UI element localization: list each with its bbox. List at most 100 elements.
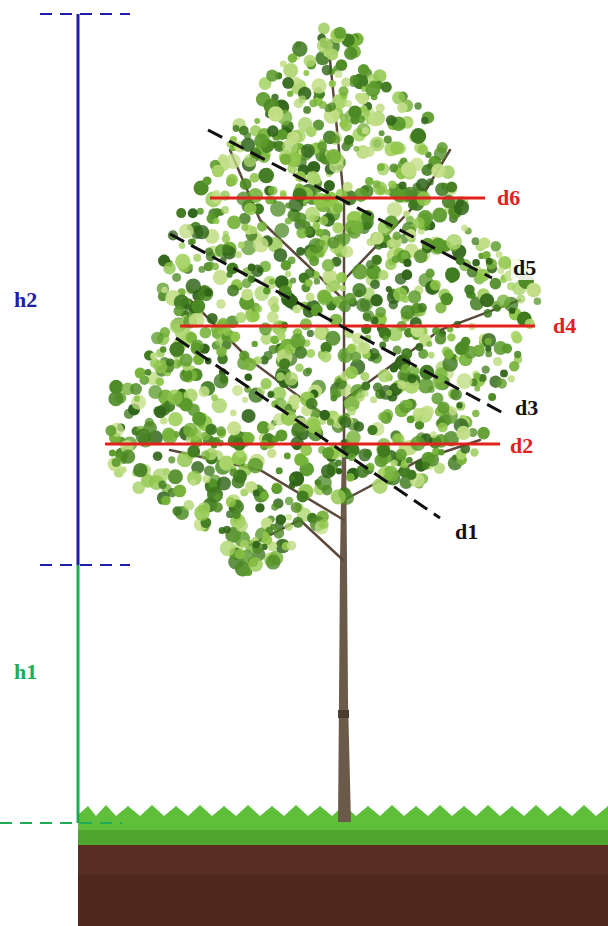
leaf <box>263 287 271 295</box>
soil <box>78 843 608 926</box>
leaf <box>135 367 146 378</box>
leaf <box>404 400 413 409</box>
leaf <box>345 366 358 379</box>
leaf <box>389 300 398 309</box>
leaf <box>484 309 493 318</box>
leaf <box>378 412 387 421</box>
leaf <box>186 279 201 294</box>
leaf <box>276 467 283 474</box>
leaf <box>303 368 311 376</box>
leaf <box>534 298 542 306</box>
leaf <box>339 86 349 96</box>
leaf <box>485 351 492 358</box>
leaf <box>230 410 237 417</box>
leaf <box>401 348 412 359</box>
leaf <box>370 396 377 403</box>
leaf <box>347 344 356 353</box>
leaf <box>267 311 279 323</box>
leaf <box>373 69 387 83</box>
leaf <box>248 264 256 272</box>
leaf <box>276 514 287 525</box>
height-dimensions <box>0 14 130 823</box>
leaf <box>511 331 521 341</box>
leaf <box>254 118 260 124</box>
leaf <box>406 457 413 464</box>
leaf <box>330 28 345 43</box>
leaf <box>494 341 508 355</box>
leaf <box>277 332 286 341</box>
leaf <box>401 364 410 373</box>
leaf <box>235 312 246 323</box>
leaf <box>283 63 298 78</box>
leaf <box>121 450 135 464</box>
trunk-band <box>338 710 349 718</box>
leaf <box>285 203 291 209</box>
leaf <box>457 373 473 389</box>
leaf <box>250 312 260 322</box>
leaf <box>151 332 164 345</box>
leaf <box>416 178 429 191</box>
leaf <box>367 425 377 435</box>
leaf <box>188 239 195 246</box>
leaf <box>197 208 204 215</box>
leaf <box>266 70 278 82</box>
leaf <box>257 222 267 232</box>
leaf <box>401 162 417 178</box>
leaf <box>267 125 279 137</box>
leaf <box>303 70 309 76</box>
leaf <box>430 280 441 291</box>
leaf <box>180 354 193 367</box>
leaf <box>388 181 396 189</box>
leaf <box>112 458 121 467</box>
leaf <box>493 357 502 366</box>
leaf <box>320 410 331 421</box>
leaf <box>379 130 385 136</box>
leaf <box>438 422 448 432</box>
leaf <box>205 247 213 255</box>
leaf <box>168 456 175 463</box>
leaf <box>373 383 383 393</box>
leaf <box>365 177 374 186</box>
leaf <box>509 307 516 314</box>
leaf <box>313 222 321 230</box>
leaf <box>306 171 320 185</box>
leaf <box>243 358 256 371</box>
leaf <box>472 237 480 245</box>
leaf <box>212 502 222 512</box>
leaf <box>394 434 402 442</box>
leaf <box>319 240 325 246</box>
leaf <box>207 313 218 324</box>
leaf <box>287 91 293 97</box>
leaf <box>285 271 291 277</box>
leaf <box>383 336 390 343</box>
diameter-label: d3 <box>513 396 540 420</box>
leaf <box>222 235 230 243</box>
leaf <box>319 216 328 225</box>
leaf <box>109 450 116 457</box>
leaf <box>363 310 375 322</box>
leaf <box>223 526 230 533</box>
leaf <box>426 341 432 347</box>
leaf <box>370 280 380 290</box>
leaf <box>352 283 366 297</box>
leaf <box>491 241 502 252</box>
leaf <box>391 459 398 466</box>
leaf <box>509 361 519 371</box>
leaf <box>477 427 490 440</box>
leaf <box>227 285 239 297</box>
leaf <box>333 203 343 213</box>
leaf <box>213 218 219 224</box>
leaf <box>304 55 316 67</box>
leaf <box>305 268 315 278</box>
leaf <box>381 82 392 93</box>
leaf <box>206 424 217 435</box>
leaf <box>163 262 175 274</box>
leaf <box>285 218 292 225</box>
leaf <box>387 202 403 218</box>
leaf <box>399 182 407 190</box>
leaf <box>321 464 335 478</box>
leaf <box>329 80 336 87</box>
leaf <box>399 400 412 413</box>
leaf <box>340 285 346 291</box>
